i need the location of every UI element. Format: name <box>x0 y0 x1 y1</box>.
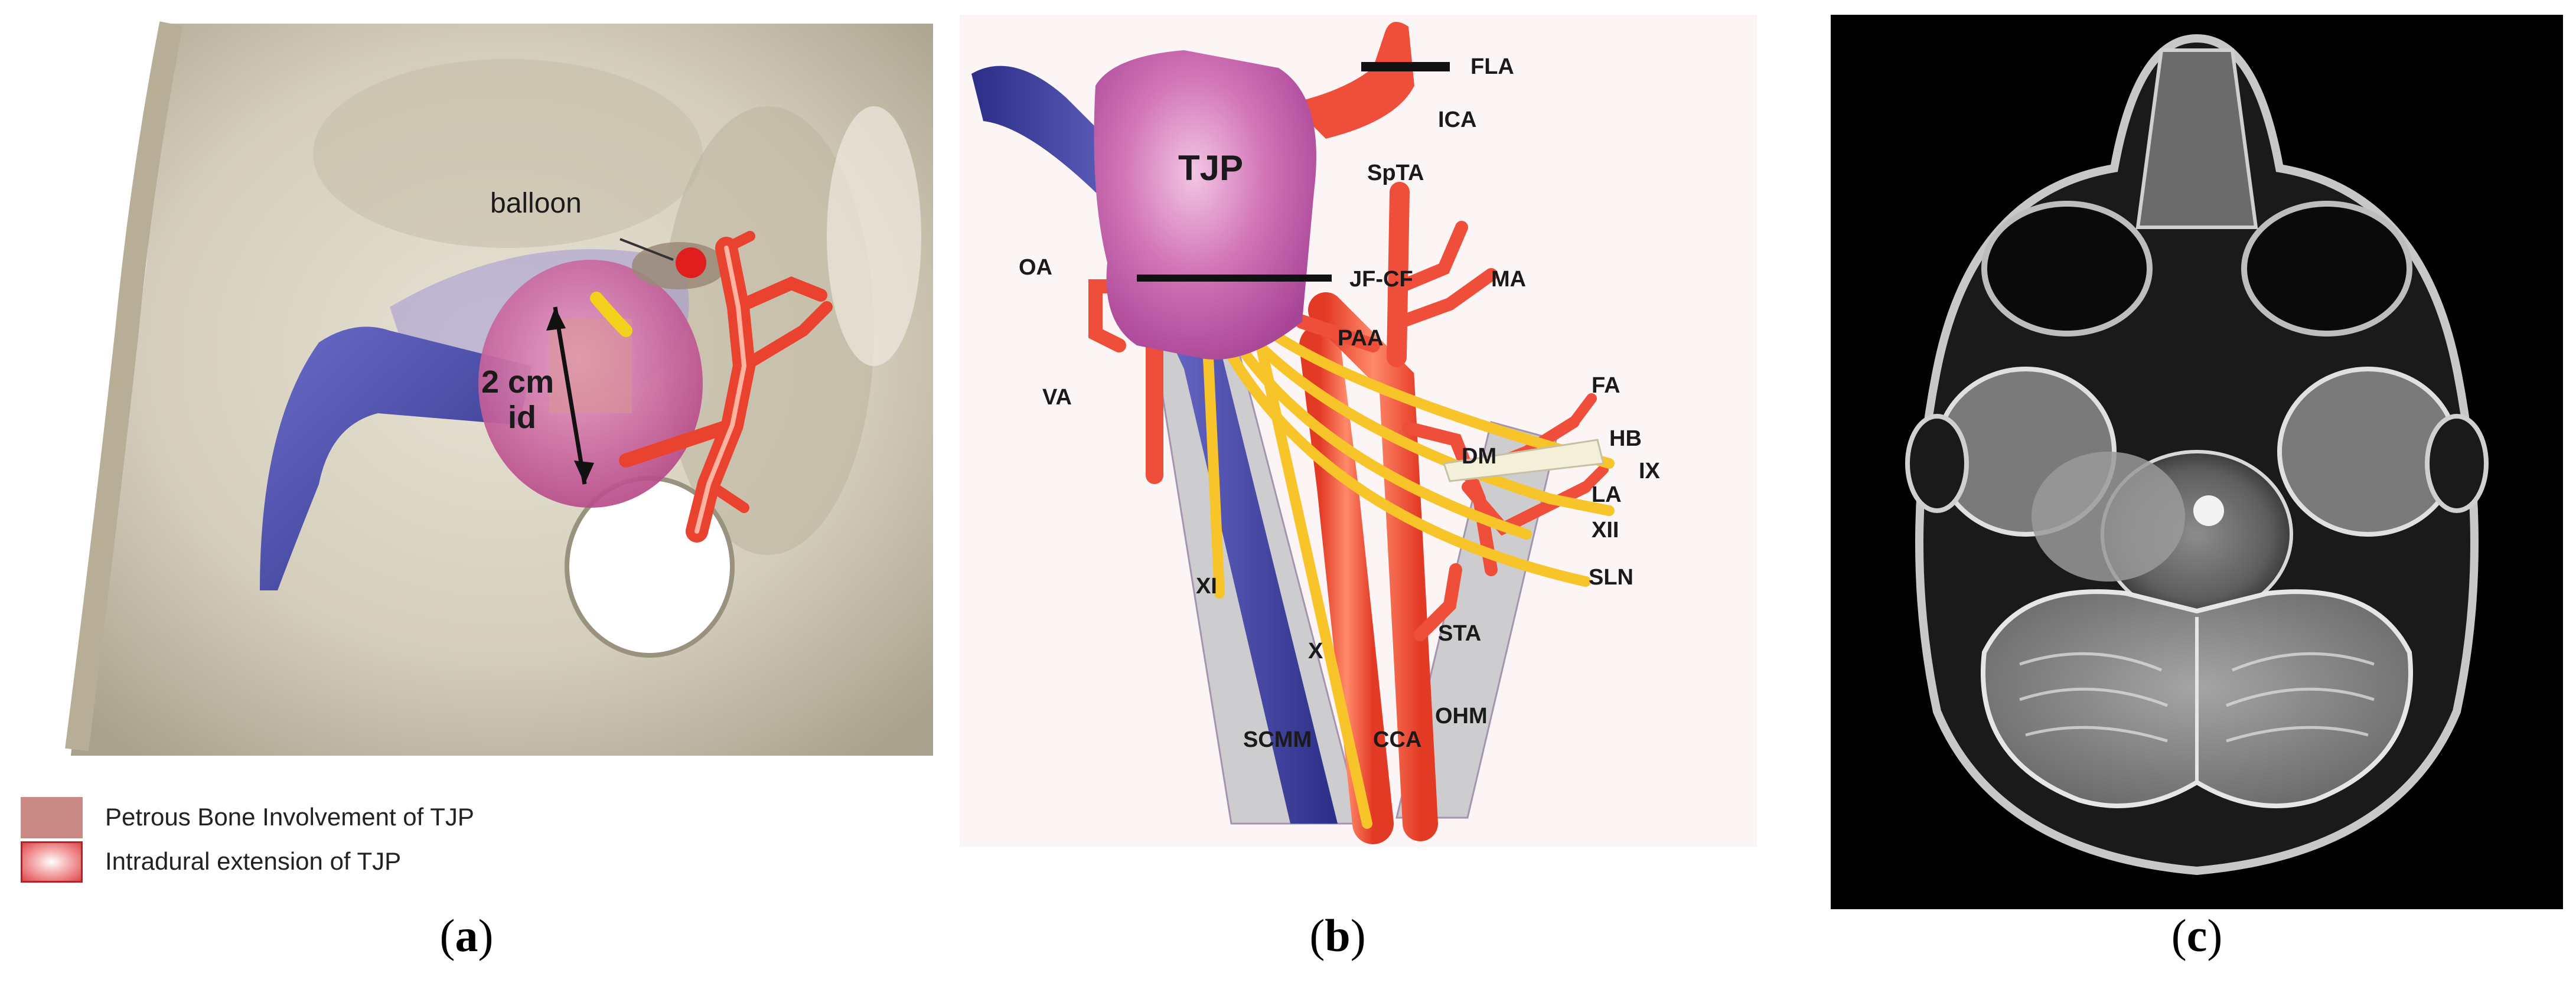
label-fa: FA <box>1592 373 1620 398</box>
skull-rim <box>65 21 183 752</box>
balloon-pointer <box>619 238 674 261</box>
label-dm: DM <box>1462 444 1496 469</box>
jfcf-line <box>1137 275 1332 282</box>
caption-a: (a) <box>439 910 494 961</box>
legend-swatch-intradural <box>21 841 83 883</box>
label-spta: SpTA <box>1367 161 1424 185</box>
ica-vessel <box>1290 22 1414 139</box>
left-sinus <box>1981 201 2153 337</box>
cerebellar-folia <box>2019 652 2375 743</box>
panel-c-svg <box>1831 15 2563 909</box>
legend-label-intradural: Intradural extension of TJP <box>105 847 402 875</box>
label-x: X <box>1308 639 1323 664</box>
label-ica: ICA <box>1438 107 1476 132</box>
tjp-tumor <box>1094 50 1316 360</box>
lesion-region <box>2032 452 2185 582</box>
panel-b-illustration: TJP FLA ICA SpTA OA JF-CF MA PAA VA FA H… <box>960 15 1757 847</box>
basilar-flow-void <box>2193 495 2224 526</box>
label-size-line2: id <box>508 400 536 435</box>
panel-a-svg: balloon 2 cm id <box>65 21 933 756</box>
label-la: LA <box>1592 482 1622 507</box>
legend-label-petrous: Petrous Bone Involvement of TJP <box>105 803 474 831</box>
hyoid-bone <box>1443 439 1605 482</box>
label-sln: SLN <box>1589 565 1633 590</box>
panel-a-illustration: balloon 2 cm id <box>0 0 933 762</box>
panel-c-mri <box>1831 15 2563 909</box>
bone-highlight <box>827 106 921 366</box>
label-xii: XII <box>1592 518 1619 543</box>
balloon-tip <box>676 247 706 278</box>
label-oa: OA <box>1019 255 1052 280</box>
right-ear <box>2425 414 2489 513</box>
label-va: VA <box>1042 385 1072 410</box>
caption-b: (b) <box>1309 910 1366 961</box>
cranial-nerves <box>1202 305 1615 829</box>
label-scmm: SCMM <box>1243 727 1312 752</box>
label-hb: HB <box>1609 426 1642 451</box>
label-ohm: OHM <box>1435 704 1488 729</box>
label-cca: CCA <box>1373 727 1421 752</box>
label-fla: FLA <box>1470 54 1514 79</box>
label-ix: IX <box>1639 459 1661 484</box>
fla-ligation-bar <box>1361 62 1450 71</box>
posterior-fossa-shadow <box>313 59 703 248</box>
caption-c: (c) <box>2171 910 2223 961</box>
nasal-structure <box>2135 48 2258 229</box>
label-ma: MA <box>1491 267 1526 292</box>
left-ear <box>1905 414 1969 513</box>
legend-swatch-petrous <box>21 797 83 838</box>
panel-b-svg: TJP FLA ICA SpTA OA JF-CF MA PAA VA FA H… <box>960 15 1757 847</box>
label-balloon: balloon <box>490 188 582 219</box>
label-xi: XI <box>1196 574 1217 599</box>
label-sta: STA <box>1438 621 1481 646</box>
label-paa: PAA <box>1338 326 1383 351</box>
size-arrow <box>553 306 587 485</box>
label-jfcf: JF-CF <box>1349 267 1413 292</box>
artery-tree-highlight <box>694 246 747 534</box>
jugular-vein <box>260 326 531 590</box>
right-sinus <box>2241 201 2412 337</box>
label-tjp: TJP <box>1178 148 1243 188</box>
label-size-line1: 2 cm <box>481 364 554 400</box>
nerve-segment <box>590 292 632 337</box>
